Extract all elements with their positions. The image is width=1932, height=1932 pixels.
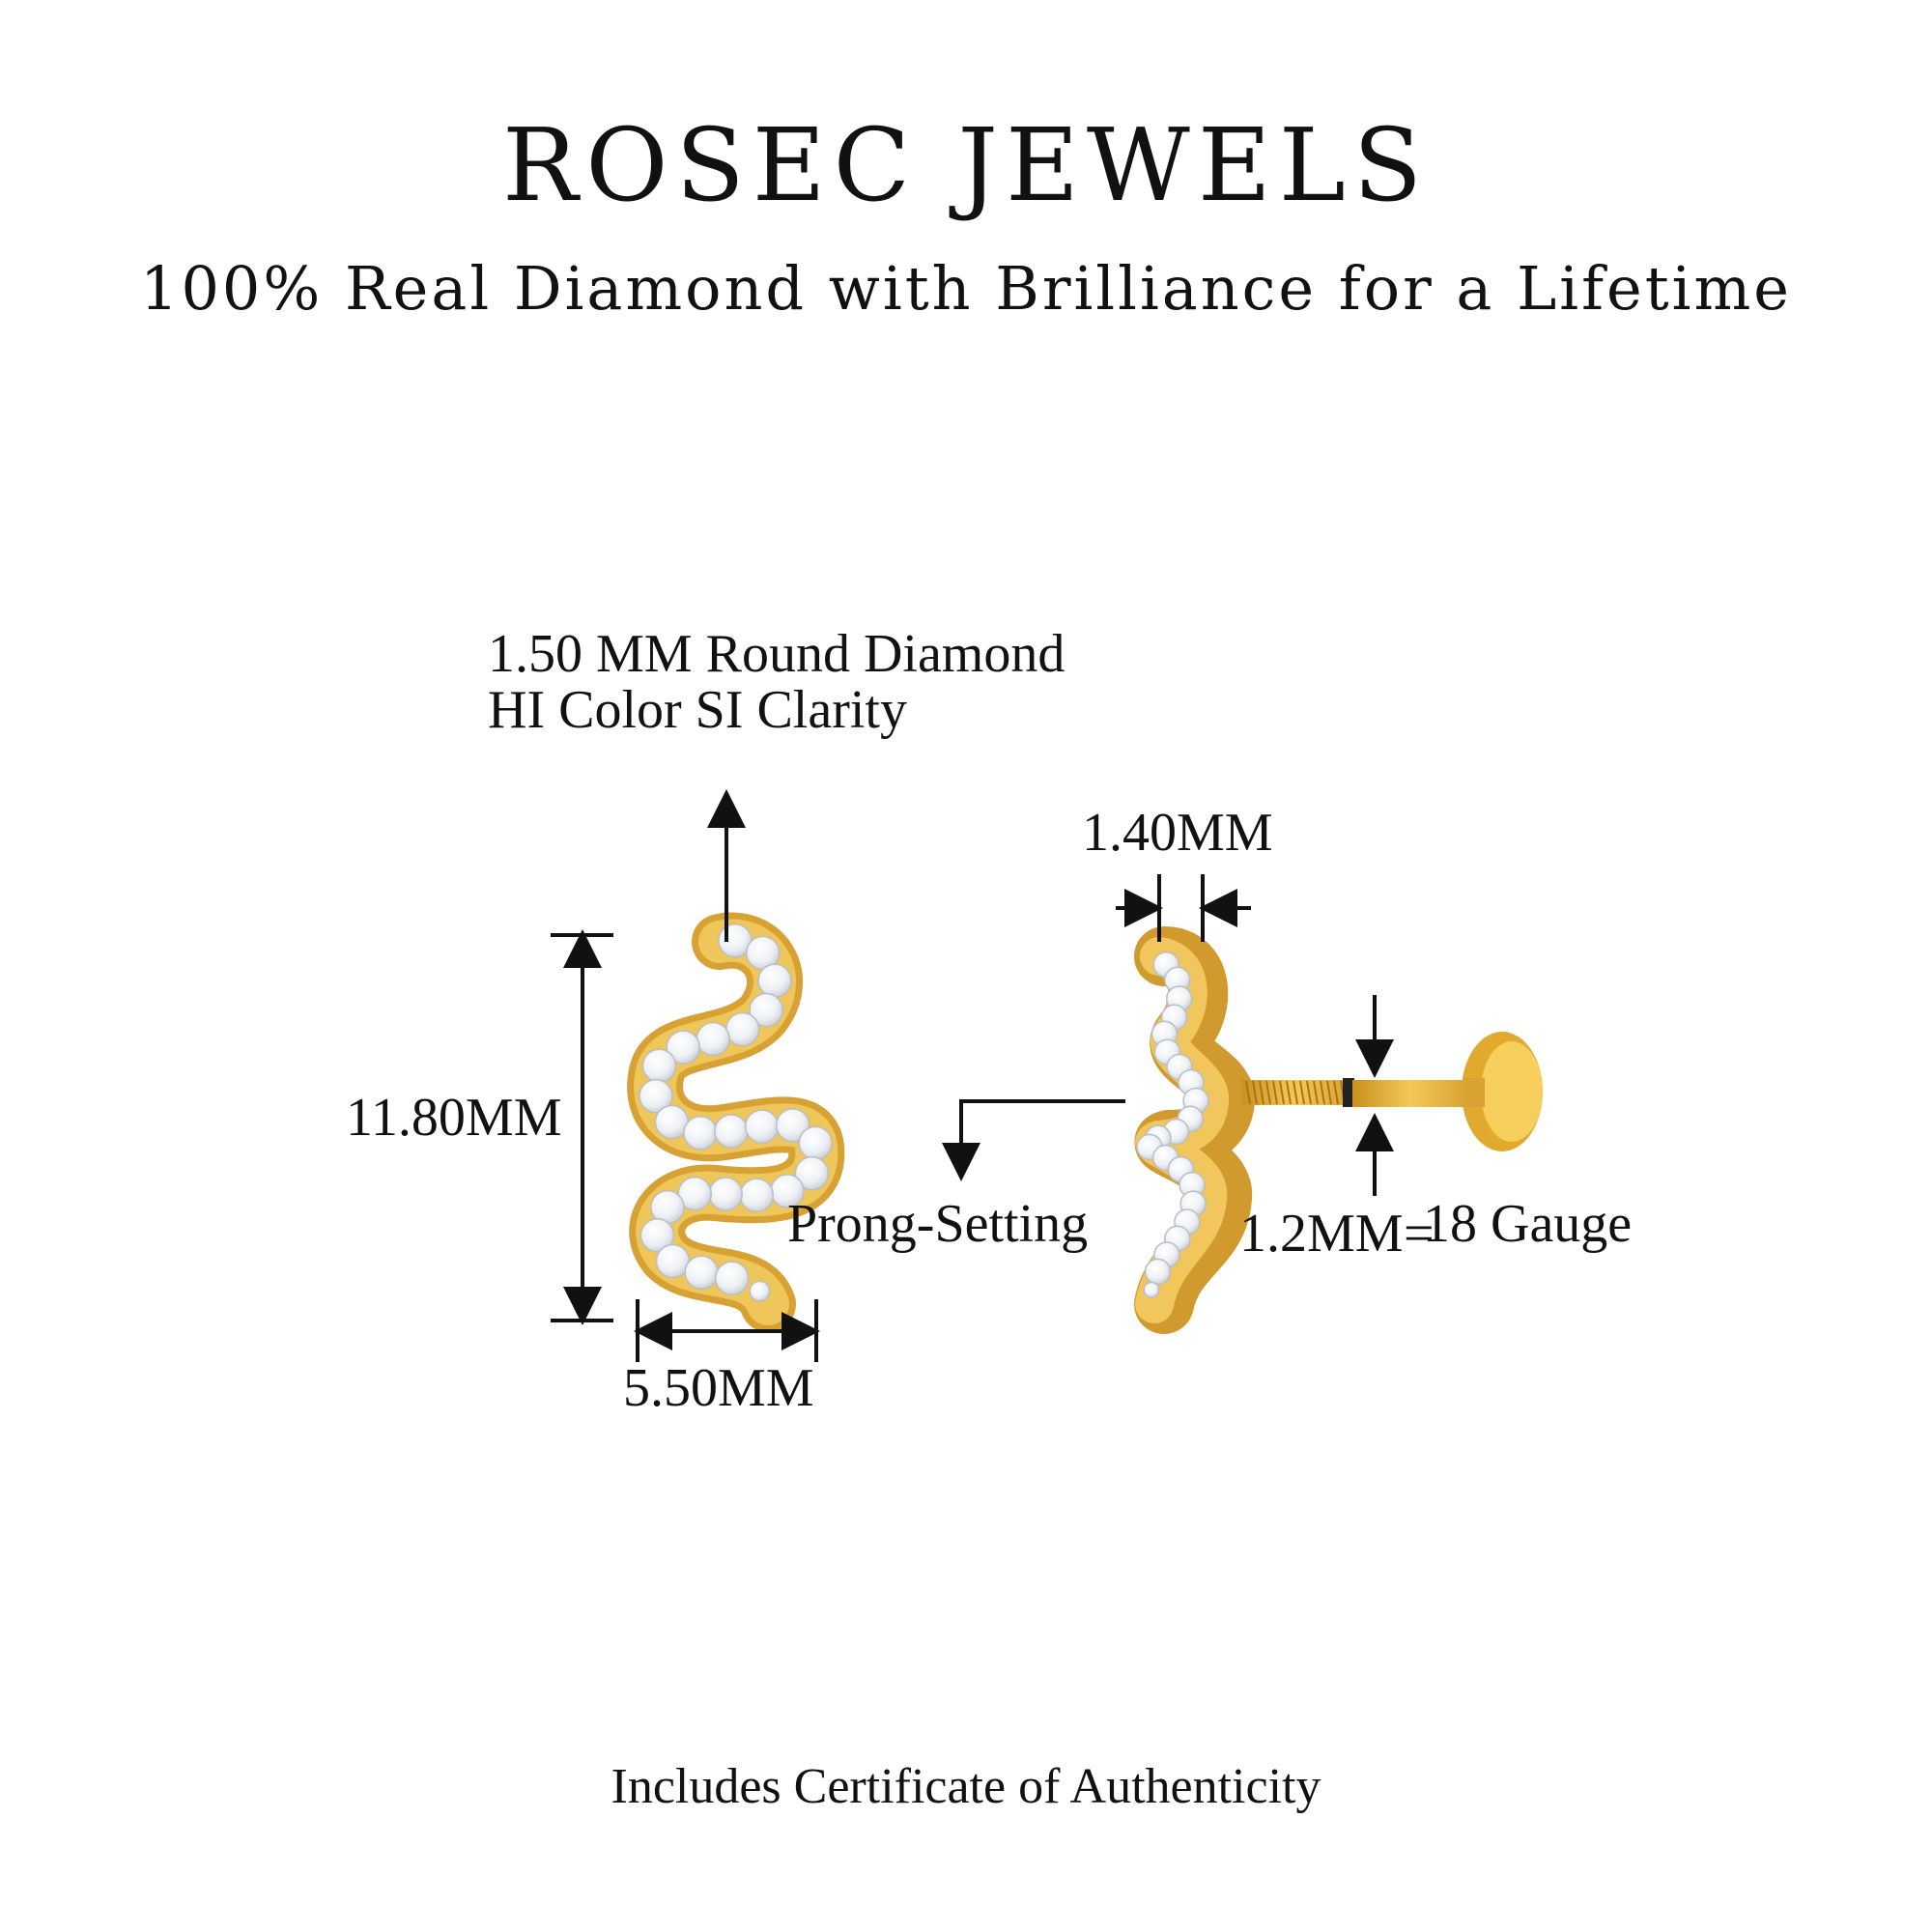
- diamond-stone: [1144, 1258, 1172, 1286]
- diamond-stone: [749, 992, 783, 1028]
- brand-title: ROSEC JEWELS: [501, 106, 1431, 224]
- post-thread: [1313, 1080, 1319, 1105]
- certificate-note: Includes Certificate of Authenticity: [611, 1759, 1321, 1814]
- post-thread: [1306, 1080, 1312, 1105]
- diamond-stones: [639, 923, 833, 1302]
- diamond-stone: [696, 1021, 730, 1057]
- diamond-stone: [666, 1030, 701, 1065]
- post-thread: [1252, 1080, 1258, 1105]
- front-view-earring: [627, 912, 845, 1332]
- diamond-stone: [794, 1155, 830, 1191]
- post-thread: [1279, 1080, 1285, 1105]
- post-equals-sign: =: [1404, 1204, 1435, 1264]
- post-thread: [1293, 1080, 1298, 1105]
- gauge-label: 18 Gauge: [1423, 1194, 1633, 1254]
- diamond-stone: [641, 1048, 677, 1083]
- post-thread: [1299, 1080, 1305, 1105]
- diamond-stone: [757, 963, 792, 998]
- diamond-stone: [639, 1078, 673, 1114]
- tagline: 100% Real Diamond with Brilliance for a …: [140, 253, 1792, 324]
- diamond-stone: [677, 1176, 712, 1211]
- side-view-earring: [1134, 926, 1543, 1334]
- diamond-stone: [683, 1116, 718, 1151]
- diamond-stone: [724, 1011, 760, 1047]
- diamond-stone: [744, 1109, 780, 1144]
- diamond-stone: [714, 1261, 750, 1295]
- diamond-stone: [714, 1114, 749, 1149]
- post-thread: [1333, 1080, 1339, 1105]
- post-thread: [1272, 1080, 1278, 1105]
- diamond-stone: [639, 1218, 675, 1253]
- setting-label: Prong-Setting: [787, 1194, 1089, 1254]
- post-thread: [1245, 1080, 1251, 1105]
- width-label: 5.50MM: [623, 1358, 814, 1418]
- thickness-label: 1.40MM: [1082, 803, 1273, 863]
- height-label: 11.80MM: [346, 1088, 562, 1148]
- diamond-spec-line-1: 1.50 MM Round Diamond: [488, 624, 1065, 684]
- diamond-stone: [684, 1255, 719, 1290]
- diamond-stone: [708, 1177, 743, 1211]
- diamond-stone: [1143, 1281, 1160, 1298]
- diamond-stone: [655, 1243, 691, 1279]
- diamond-stone: [749, 1280, 771, 1302]
- post-thread: [1265, 1080, 1271, 1105]
- dimension-lines: [551, 789, 1394, 1362]
- diamond-stone: [798, 1125, 833, 1161]
- post-thread: [1259, 1080, 1264, 1105]
- diamond-stone: [739, 1178, 775, 1212]
- diamond-spec-line-2: HI Color SI Clarity: [488, 680, 907, 740]
- post-thread: [1286, 1080, 1292, 1105]
- post-thread: [1320, 1080, 1325, 1105]
- post-thread: [1326, 1080, 1332, 1105]
- diamond-stone: [775, 1108, 810, 1143]
- post-mm-label: 1.2MM: [1239, 1204, 1404, 1264]
- post-collar: [1343, 1078, 1354, 1107]
- diamond-stones-side: [1136, 951, 1209, 1298]
- post-shaft: [1352, 1080, 1468, 1107]
